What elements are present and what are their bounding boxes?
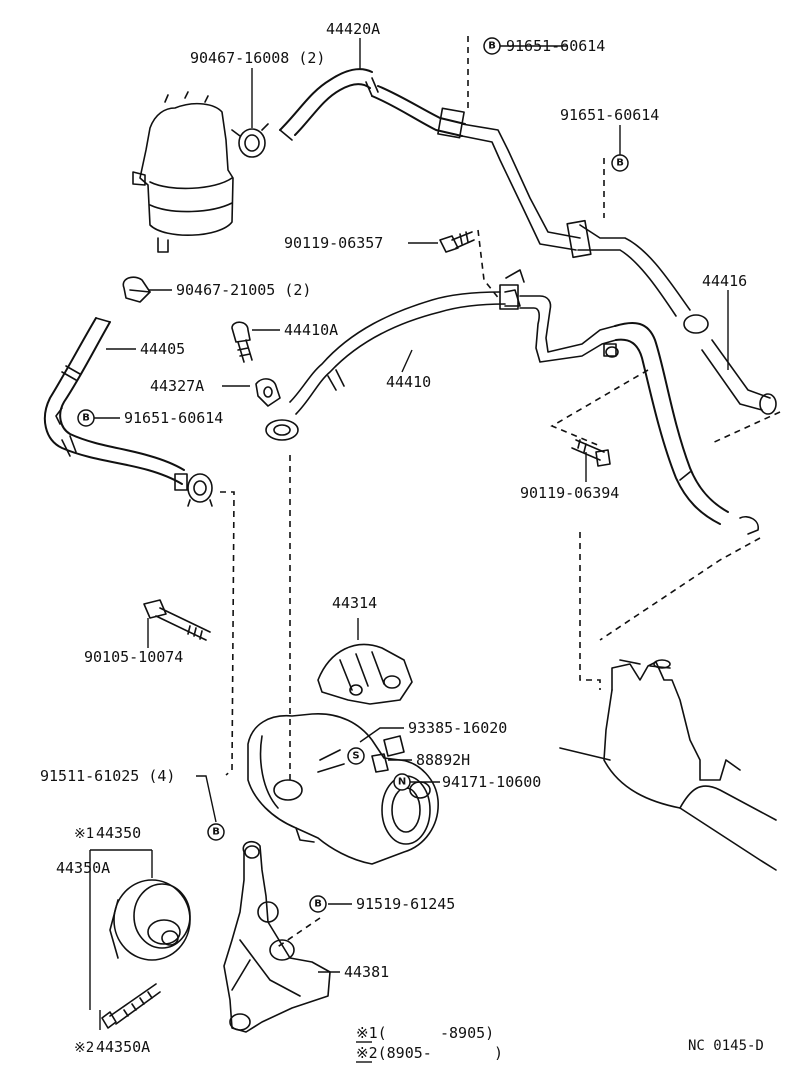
idler-pulley-44350 <box>109 879 191 961</box>
svg-text:B: B <box>82 413 90 424</box>
hose-44420A <box>279 68 691 317</box>
label-44410A: 44410A <box>284 321 338 339</box>
label-91511-61025: 91511-61025 (4) <box>40 767 175 785</box>
bolt-marker-bracket: B <box>309 895 327 913</box>
reservoir-tank <box>132 91 234 253</box>
label-44350A-upper: 44350A <box>56 859 110 877</box>
svg-text:B: B <box>616 158 624 169</box>
bolt-marker-top: B <box>483 37 501 55</box>
bolt-marker-right: B <box>611 154 629 172</box>
dashed-line-rack-3 <box>579 532 601 690</box>
bracket-44381 <box>223 840 331 1033</box>
label-44405: 44405 <box>140 340 185 358</box>
leader-44410 <box>401 349 413 373</box>
gasket-44327A <box>255 378 281 407</box>
dashed-line-06357 <box>477 229 501 301</box>
hose-44405 <box>43 317 188 491</box>
leader-93385-16020 <box>359 727 404 743</box>
label-90119-06357: 90119-06357 <box>284 234 383 252</box>
label-90119-06394: 90119-06394 <box>520 484 619 502</box>
dashed-line-left-down <box>220 491 235 776</box>
note-2-mark: ※2(8905- <box>356 1044 432 1062</box>
label-90467-16008: 90467-16008 (2) <box>190 49 325 67</box>
svg-text:N: N <box>398 777 406 788</box>
label-91519-61245: 91519-61245 <box>356 895 455 913</box>
label-88892H: 88892H <box>416 751 470 769</box>
label-44381: 44381 <box>344 963 389 981</box>
note-2-close: ) <box>494 1044 503 1062</box>
label-94171-10600: 94171-10600 <box>442 773 541 791</box>
svg-text:B: B <box>314 899 322 910</box>
hose-clamp-90467-21005 <box>122 276 213 507</box>
dashed-line-rack-1 <box>550 369 649 447</box>
dashed-line-91519 <box>275 917 321 949</box>
heat-shield-44314 <box>317 643 413 705</box>
label-44420A: 44420A <box>326 20 380 38</box>
diagram-code: NC 0145-D <box>688 1038 764 1054</box>
svg-text:B: B <box>488 41 496 52</box>
ref2-marker-44350A: ※2 <box>74 1040 94 1056</box>
nut-marker: N <box>393 773 411 791</box>
pressure-hose-44410 <box>265 269 759 535</box>
label-90105-10074: 90105-10074 <box>84 648 183 666</box>
bolt-90119-06357 <box>439 231 475 253</box>
label-93385-16020: 93385-16020 <box>408 719 507 737</box>
label-44410: 44410 <box>386 373 431 391</box>
bolt-90119-06394 <box>571 439 611 467</box>
svg-text:S: S <box>352 751 359 762</box>
hose-clamp-90467-16008 <box>231 123 269 158</box>
union-bolt-44410A <box>231 321 253 363</box>
stud-marker: S <box>347 747 365 765</box>
label-90467-21005: 90467-21005 (2) <box>176 281 311 299</box>
label-44350A-lower: 44350A <box>96 1038 150 1056</box>
label-44416: 44416 <box>702 272 747 290</box>
dashed-line-rack-2 <box>709 411 781 445</box>
label-91651-60614-right: 91651-60614 <box>560 106 659 124</box>
label-44350: 44350 <box>96 824 141 842</box>
pulley-bolt-44350A <box>101 983 161 1029</box>
bracket-44350 <box>89 849 153 1010</box>
note-1-range: -8905) <box>440 1024 494 1042</box>
label-91651-60614-top: 91651-60614 <box>506 37 605 55</box>
steering-gear <box>559 659 777 871</box>
bolt-90105-10074 <box>143 599 211 641</box>
leader-91511-61025 <box>196 775 217 823</box>
ref1-marker-44350: ※1 <box>74 826 94 842</box>
bracket-clip <box>55 407 63 425</box>
bolt-marker-left: B <box>77 409 95 427</box>
label-44314: 44314 <box>332 594 377 612</box>
label-44327A: 44327A <box>150 377 204 395</box>
note-1-mark: ※1( <box>356 1024 387 1042</box>
svg-text:B: B <box>212 827 220 838</box>
bolt-marker-pump: B <box>207 823 225 841</box>
dashed-line-rack-4 <box>599 537 761 641</box>
return-line-44416 <box>683 314 777 415</box>
label-91651-60614-left: 91651-60614 <box>124 409 223 427</box>
